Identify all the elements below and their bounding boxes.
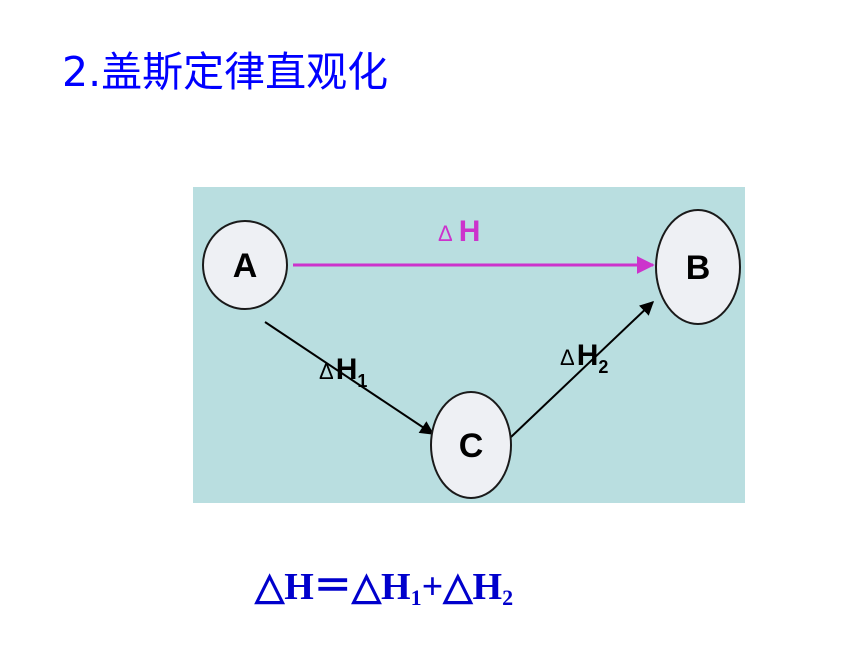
node-c: C [430, 391, 512, 499]
formula-equals: ＝ [313, 566, 352, 608]
node-b: B [655, 209, 741, 325]
edge-label-first-symbol: H [336, 353, 358, 386]
formula-term2-subscript: 2 [502, 585, 514, 610]
formula-term2-symbol: H [472, 566, 503, 608]
edge-label-second-delta: Δ [560, 345, 575, 370]
edge-label-second: ΔH2 [560, 339, 608, 377]
edge-label-first-subscript: 1 [357, 371, 367, 391]
formula-lhs-symbol: H [284, 566, 314, 608]
edge-c-to-b [510, 301, 655, 438]
edge-a-to-c [264, 321, 435, 435]
edge-label-first-delta: Δ [319, 359, 334, 384]
formula-plus: + [421, 566, 444, 608]
slide-title: 2.盖斯定律直观化 [62, 48, 389, 96]
node-a-label: A [233, 247, 258, 285]
formula-term1-symbol: H [381, 566, 411, 608]
edge-label-second-subscript: 2 [598, 357, 608, 377]
formula-term1-subscript: 1 [410, 585, 422, 610]
node-a: A [202, 220, 288, 310]
edge-label-direct-delta: Δ [438, 221, 453, 246]
node-c-label: C [459, 427, 484, 465]
formula-lhs-delta: △ [255, 566, 285, 608]
formula-term2-delta: △ [443, 566, 473, 608]
hess-law-formula: △H＝△H1+△H2 [255, 555, 513, 611]
edge-label-first: ΔH1 [319, 353, 367, 391]
edge-label-direct-symbol: H [459, 215, 481, 248]
node-b-label: B [686, 249, 711, 287]
edge-label-second-symbol: H [577, 339, 599, 372]
formula-term1-delta: △ [351, 566, 382, 608]
